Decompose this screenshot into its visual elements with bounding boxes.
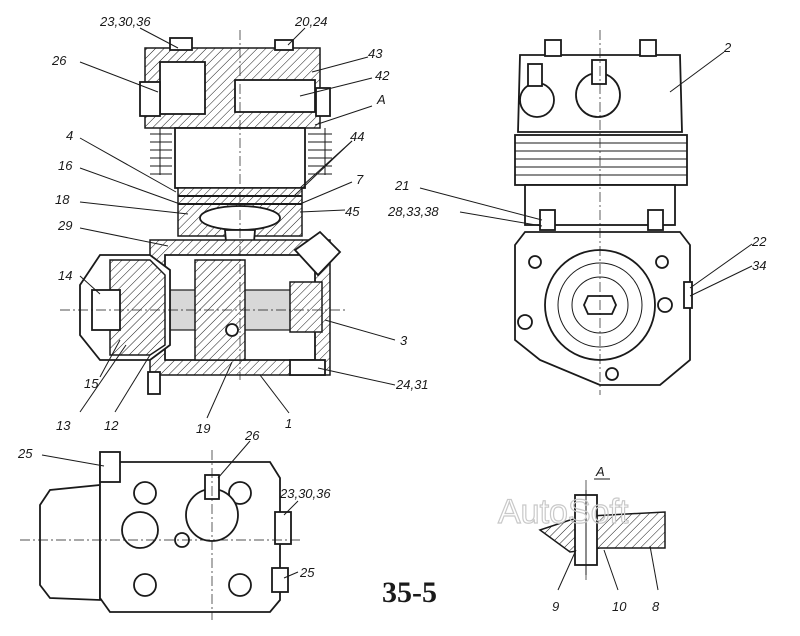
callout-26-top: 26 <box>51 53 67 68</box>
detail-a <box>538 480 666 582</box>
callout-25-top: 25 <box>17 446 33 461</box>
callout-42: 42 <box>375 68 390 83</box>
callout-12: 12 <box>104 418 119 433</box>
callout-24-31: 24,31 <box>395 377 429 392</box>
callout-29: 29 <box>57 218 72 233</box>
callout-25-bottom: 25 <box>299 565 315 580</box>
callout-7: 7 <box>356 172 364 187</box>
callout-a: A <box>376 92 386 107</box>
callout-43: 43 <box>368 46 383 61</box>
callout-23-30-36-top: 23,30,36 <box>99 14 151 29</box>
callout-15: 15 <box>84 376 99 391</box>
oil-fitting <box>293 230 342 277</box>
crank-web <box>194 259 246 361</box>
figure-number: 35-5 <box>382 576 437 609</box>
callout-19: 19 <box>196 421 210 436</box>
callout-23-30-36-bottom: 23,30,36 <box>279 486 331 501</box>
callout-3: 3 <box>400 333 408 348</box>
top-view <box>20 450 300 620</box>
callout-13: 13 <box>56 418 71 433</box>
callout-labels: 23,30,36 20,24 26 43 42 A 4 44 16 7 18 4… <box>17 14 767 614</box>
callout-45: 45 <box>345 204 360 219</box>
callout-10: 10 <box>612 599 627 614</box>
top-front-cover <box>39 484 101 601</box>
callout-22: 22 <box>751 234 767 249</box>
outlet-fitting <box>315 87 331 117</box>
callout-20-24: 20,24 <box>294 14 328 29</box>
callout-4: 4 <box>66 128 73 143</box>
watermark-text: AutoSoft <box>498 493 629 531</box>
side-view <box>514 30 693 395</box>
callout-28-33-38: 28,33,38 <box>387 204 439 219</box>
callout-18: 18 <box>55 192 70 207</box>
callout-1: 1 <box>285 416 292 431</box>
callout-44: 44 <box>350 129 364 144</box>
callout-14: 14 <box>58 268 72 283</box>
callout-9: 9 <box>552 599 559 614</box>
callout-21: 21 <box>394 178 409 193</box>
callout-26-bottom: 26 <box>244 428 260 443</box>
callout-16: 16 <box>58 158 73 173</box>
callout-34: 34 <box>752 258 766 273</box>
callout-8: 8 <box>652 599 660 614</box>
detail-a-title: A <box>595 464 605 479</box>
leader-lines <box>41 27 753 591</box>
inlet-fitting <box>139 81 161 117</box>
callout-2: 2 <box>723 40 732 55</box>
